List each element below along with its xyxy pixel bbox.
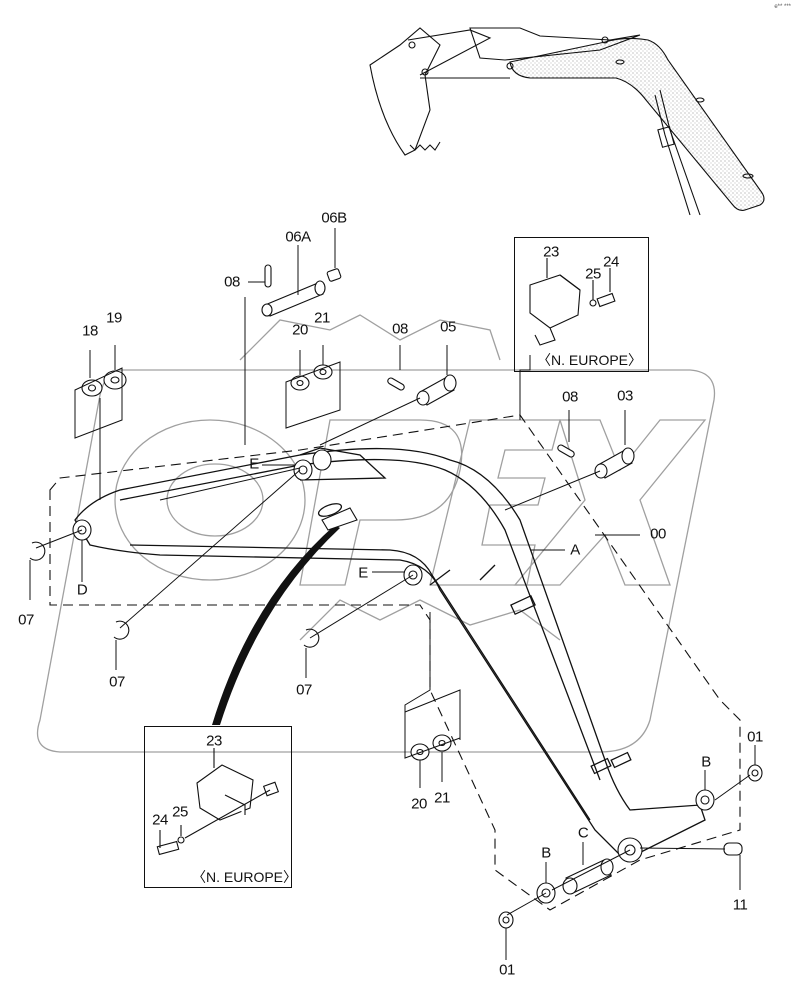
- shim-21-bottom: [432, 734, 452, 752]
- pin-05: [416, 374, 457, 406]
- shim-19: [103, 370, 127, 390]
- callout-a: A: [570, 541, 580, 559]
- bolt-24-top: [596, 292, 616, 308]
- callout-01-left: 01: [499, 961, 515, 979]
- lock-pin-08-top: [264, 264, 272, 288]
- lock-pin-08-right: [557, 444, 575, 458]
- callout-08-right: 08: [562, 388, 578, 406]
- watermark-frame: [36, 369, 716, 753]
- snap-ring-07-mid: [113, 620, 130, 640]
- bolt-24-bottom: [156, 840, 180, 856]
- callout-21-top: 21: [314, 309, 330, 327]
- nut-bottom: [262, 781, 280, 797]
- shim-20-top: [290, 375, 310, 391]
- overview-bucket: [369, 27, 441, 156]
- inset-region-note-bottom-left: 〈N. EUROPE〉: [192, 869, 298, 885]
- overview-arm: [469, 27, 641, 61]
- overview-link: [407, 29, 492, 76]
- callout-e-top: E: [249, 455, 259, 473]
- seal-01-left: [498, 911, 514, 929]
- callout-24-top: 24: [603, 253, 619, 271]
- bushing-e-top: [293, 449, 332, 481]
- corner-mark: e** ***: [774, 4, 791, 10]
- bushing-c: [562, 858, 614, 895]
- callout-19: 19: [106, 309, 122, 327]
- bracket-plate: [321, 507, 358, 531]
- callout-b-right: B: [701, 753, 711, 771]
- watermark-letter-p: [299, 419, 463, 586]
- grease-fitting-11: [723, 842, 743, 856]
- callout-00: 00: [650, 525, 666, 543]
- callout-20-top: 20: [292, 321, 308, 339]
- washer-25-bottom: [177, 836, 185, 844]
- callout-07-mid: 07: [109, 673, 125, 691]
- lock-pin-08-mid: [387, 377, 405, 391]
- callout-07-right: 07: [296, 681, 312, 699]
- watermark: [36, 314, 716, 753]
- callout-06a: 06A: [285, 228, 311, 246]
- parts: [29, 264, 763, 929]
- callout-03: 03: [617, 387, 633, 405]
- callout-20-bottom: 20: [411, 795, 427, 813]
- snap-ring-07-left: [29, 541, 46, 561]
- callout-d: D: [76, 581, 88, 599]
- inset-box-top-right: [514, 237, 649, 372]
- overview-excavator-arm: [369, 27, 765, 216]
- callout-08-mid: 08: [392, 320, 408, 338]
- callout-07-left: 07: [18, 611, 34, 629]
- callout-11: 11: [732, 896, 748, 914]
- inset-box-bottom-left: [144, 726, 292, 888]
- callout-23-top: 23: [543, 243, 559, 261]
- callout-23-bottom: 23: [206, 732, 222, 750]
- callout-01-right: 01: [747, 728, 763, 746]
- callout-08-top: 08: [224, 273, 240, 291]
- watermark-letter-x: [513, 419, 707, 586]
- boom-main-a: [74, 447, 706, 861]
- inset-region-note-top-right: 〈N. EUROPE〉: [537, 352, 643, 368]
- callout-25-top: 25: [585, 265, 601, 283]
- overview-boom: [509, 37, 765, 211]
- pin-03: [594, 447, 635, 479]
- callout-c: C: [577, 824, 589, 842]
- seal-01-right: [747, 764, 763, 782]
- assembly-outline-00: [49, 414, 741, 911]
- boom-plate-top: [317, 503, 343, 517]
- callout-05: 05: [440, 318, 456, 336]
- bushing-b-right: [695, 789, 715, 811]
- snap-ring-07-right: [303, 628, 320, 648]
- callout-06b: 06B: [321, 209, 347, 227]
- callout-e-mid: E: [358, 564, 368, 582]
- leader-lines: [29, 228, 756, 960]
- callout-24-bottom: 24: [152, 811, 168, 829]
- inset-top-right-drawing: [529, 258, 616, 346]
- inset-connectors: [519, 355, 531, 420]
- callout-b-left: B: [541, 844, 551, 862]
- callout-25-bottom: 25: [172, 803, 188, 821]
- callout-21-bottom: 21: [434, 789, 450, 807]
- watermark-letter-o: [114, 419, 306, 581]
- watermark-gear: [239, 314, 501, 361]
- grease-fitting-06b: [326, 268, 342, 282]
- pin-06a: [261, 280, 326, 317]
- callout-18: 18: [82, 322, 98, 340]
- shim-21-top: [313, 364, 333, 380]
- leader-thick-hose: [212, 525, 340, 725]
- shim-20-bottom: [410, 743, 430, 761]
- inset-bottom-left-drawing: [156, 748, 280, 856]
